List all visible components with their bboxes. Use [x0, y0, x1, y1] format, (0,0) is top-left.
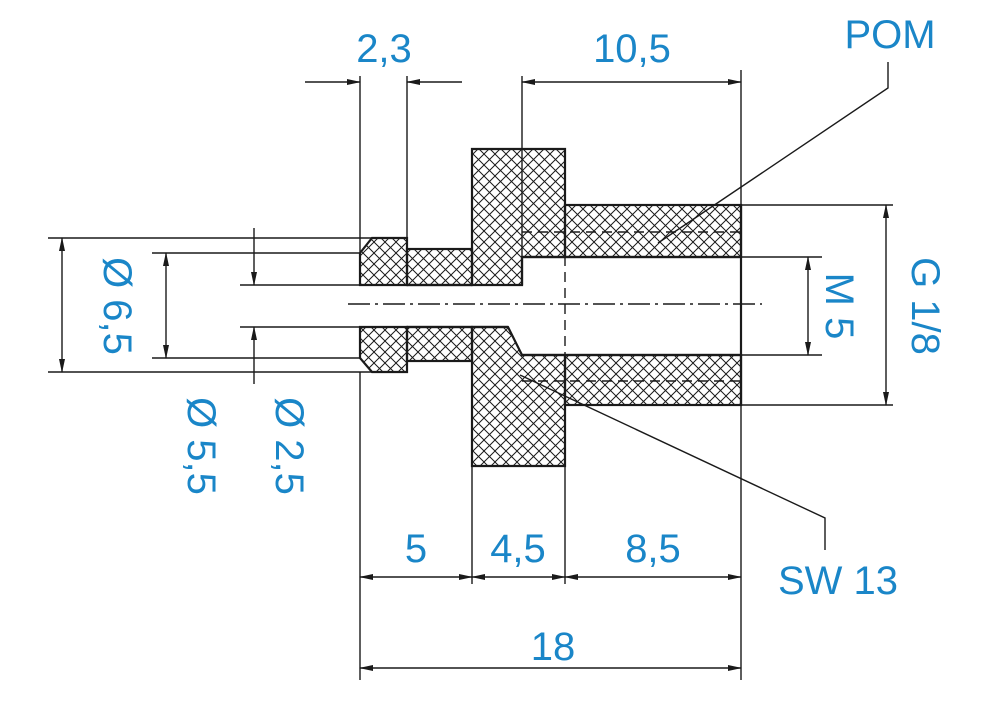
label-collar-width: 2,3	[356, 27, 412, 71]
label-through-hole-diameter: Ø 2,5	[267, 397, 311, 495]
label-segment-b: 4,5	[490, 527, 546, 571]
label-wrench-size: SW 13	[778, 559, 898, 603]
label-material: POM	[844, 13, 935, 57]
bore-outline	[407, 205, 743, 405]
thread-shank-upper-section	[563, 203, 743, 259]
neck-upper-section	[405, 247, 474, 287]
label-bore-depth: 10,5	[593, 27, 671, 71]
label-internal-thread: M 5	[817, 273, 861, 340]
label-segment-c: 8,5	[625, 527, 681, 571]
part-body	[358, 147, 743, 468]
collar-lower-section	[358, 325, 409, 374]
neck-lower-section	[405, 325, 474, 363]
hex-flange-upper-section	[470, 147, 567, 287]
label-outer-diameter: Ø 6,5	[95, 257, 139, 355]
dimension-lines	[48, 62, 893, 680]
label-external-thread: G 1/8	[903, 257, 947, 355]
dimension-labels: POM 2,3 10,5 Ø 6,5 Ø 5,5 Ø 2,5 M 5 G 1/8…	[95, 13, 947, 669]
thread-shank-lower-section	[563, 353, 743, 407]
hex-flange-lower-section	[470, 325, 567, 468]
label-total-length: 18	[531, 625, 576, 669]
label-segment-a: 5	[405, 527, 427, 571]
collar-upper-section	[358, 236, 409, 287]
label-groove-diameter: Ø 5,5	[179, 397, 223, 495]
